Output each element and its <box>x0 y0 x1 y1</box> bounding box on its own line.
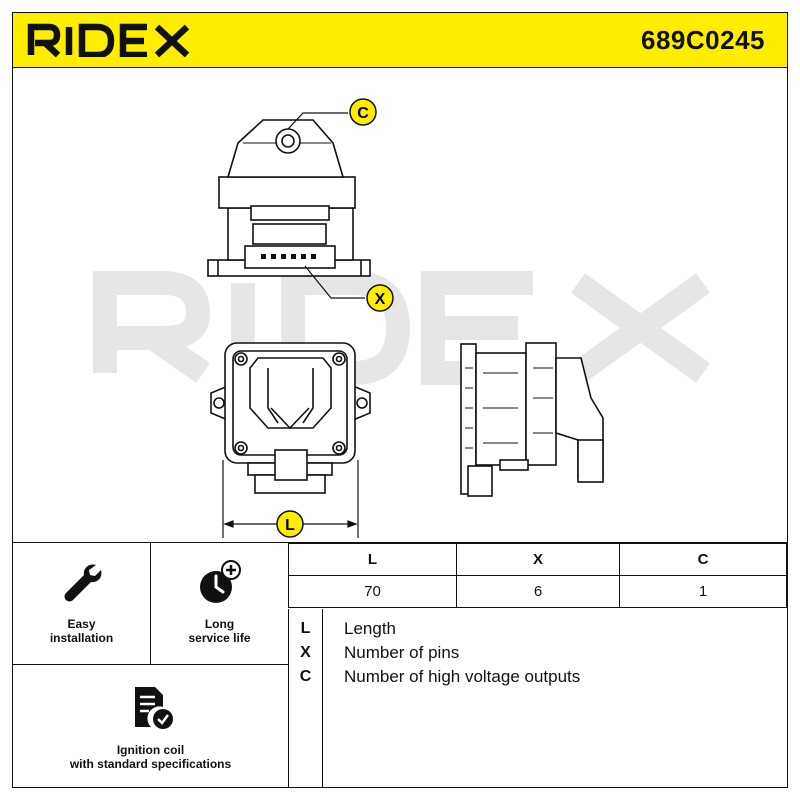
spec-header-l: L <box>288 543 457 576</box>
feature-label: service life <box>188 631 251 645</box>
clock-plus-icon <box>199 560 241 603</box>
feature-label: with standard specifications <box>69 757 232 771</box>
svg-text:L: L <box>285 517 295 534</box>
legend-desc: Number of pins <box>344 643 460 662</box>
callout-x: X <box>366 284 394 312</box>
spec-header-row: L X C <box>288 543 787 576</box>
header-bar: 689C0245 <box>13 13 787 68</box>
document-check-icon <box>134 687 173 729</box>
legend-key: X <box>300 644 311 661</box>
legend-key: C <box>299 668 312 685</box>
legend-key: L <box>300 620 311 637</box>
feature-standard-specifications: Ignition coil with standard specificatio… <box>13 665 288 787</box>
spec-value-row: 70 6 1 <box>288 575 787 608</box>
front-view <box>210 342 371 494</box>
legend-desc: Length <box>344 619 396 638</box>
part-number: 689C0245 <box>641 25 765 55</box>
info-section: Easy installation Long service life <box>13 542 787 787</box>
svg-text:X: X <box>375 291 386 308</box>
spec-value-x: 6 <box>456 575 620 608</box>
spec-value-c: 1 <box>619 575 787 608</box>
spec-value-l: 70 <box>288 575 457 608</box>
watermark-logo <box>93 271 711 385</box>
feature-label: Long <box>204 617 235 631</box>
feature-label: installation <box>49 631 114 645</box>
ridex-logo <box>27 23 190 57</box>
legend-row: X Number of pins <box>289 641 787 665</box>
wrench-icon <box>64 564 101 602</box>
feature-label: Easy <box>67 617 96 631</box>
spec-table: L X C 70 6 1 <box>288 543 787 608</box>
product-card: 689C0245 <box>12 12 788 788</box>
side-view <box>460 342 604 497</box>
legend: L Length X Number of pins C Number of hi… <box>288 609 787 787</box>
callout-c: C <box>349 98 377 126</box>
technical-drawing: C X L <box>93 98 711 538</box>
legend-row: C Number of high voltage outputs <box>289 665 787 689</box>
svg-text:C: C <box>357 105 369 122</box>
callout-l: L <box>276 510 304 538</box>
feature-easy-installation: Easy installation <box>13 543 151 665</box>
top-view <box>207 119 371 277</box>
feature-long-service-life: Long service life <box>151 543 288 665</box>
spec-header-c: C <box>619 543 787 576</box>
spec-header-x: X <box>456 543 620 576</box>
legend-divider <box>322 609 323 787</box>
legend-desc: Number of high voltage outputs <box>344 667 581 686</box>
feature-label: Ignition coil <box>116 743 185 757</box>
legend-row: L Length <box>289 617 787 641</box>
